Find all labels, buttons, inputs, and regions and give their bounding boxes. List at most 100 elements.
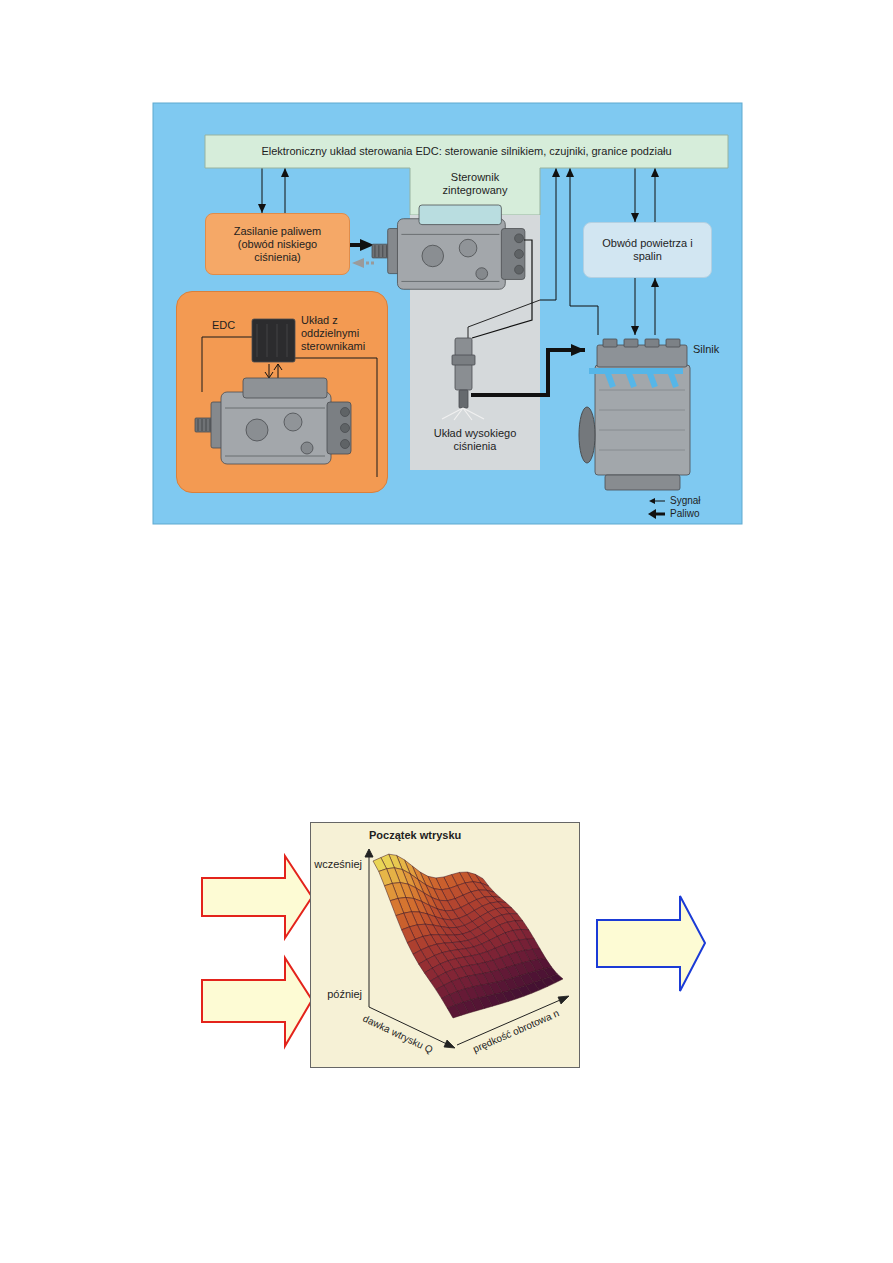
injector-nozzle [459, 390, 468, 408]
legend-item: Sygnał [648, 494, 701, 507]
pump-control-housing [243, 378, 327, 398]
input-arrow [202, 958, 312, 1046]
pump-detail [459, 239, 477, 257]
signal-connector [635, 278, 636, 335]
pump-outlet [515, 250, 524, 259]
pump-illustration [372, 205, 525, 289]
legend-text: Sygnał [670, 494, 701, 507]
fuel-connector [540, 350, 585, 395]
shaft-spline [386, 245, 387, 257]
pump-outlet [515, 234, 524, 243]
node-text: Układ z oddzielnymi sterownikami [301, 314, 381, 353]
axis-arrow [444, 1040, 455, 1048]
fuel-spray [442, 408, 484, 420]
intake-manifold [589, 371, 683, 387]
ecu-fins [267, 324, 268, 357]
ecu-bar: Elektroniczny układ sterowania EDC: ster… [205, 135, 728, 168]
shaft-spline [198, 419, 199, 431]
signal-wire [468, 300, 540, 343]
pump-body [221, 392, 331, 464]
node-text: Elektroniczny układ sterowania EDC: ster… [261, 145, 671, 158]
pump-shaft [195, 418, 213, 432]
pump-shaft [372, 244, 390, 258]
part-label: EDC [212, 319, 244, 332]
node-text: Silnik [693, 343, 729, 356]
shaft-spline [374, 245, 375, 257]
ecu-box [252, 319, 295, 362]
cam-cover [603, 339, 617, 347]
cam-cover [645, 339, 659, 347]
cylinder-head [597, 345, 687, 367]
legend-text: Paliwo [670, 507, 699, 520]
legend-sample [648, 496, 666, 506]
node-illustration [585, 335, 730, 490]
pump-body [397, 219, 505, 290]
axis-label: później [304, 988, 362, 1001]
pump-outlet [515, 265, 524, 274]
node-text: Początek wtrysku [369, 829, 529, 842]
pump-outlet [341, 440, 350, 449]
pump-illustration [195, 378, 351, 464]
engine-rib [599, 430, 685, 431]
cam-cover [666, 339, 680, 347]
return-arrow-head [352, 258, 364, 268]
oil-pan [605, 475, 680, 490]
pump-detail [284, 413, 302, 431]
pump-outlet [341, 424, 350, 433]
engine-rib [599, 390, 685, 391]
node-illustration [177, 292, 389, 494]
pump-edge [225, 408, 325, 456]
signal-connector [655, 278, 656, 335]
cam-cover [624, 339, 638, 347]
map-surface-cell [390, 898, 404, 915]
node-text: Układ wysokiego ciśnienia [418, 427, 532, 453]
process-box: Zasilanie paliwem (obwód niskiego ciśnie… [205, 213, 350, 275]
system-panel: Układ z oddzielnymi sterownikami [176, 291, 388, 493]
map-surface-cell [447, 1005, 461, 1018]
axis-label: prędkość obrotowa n [471, 1006, 561, 1055]
pump-outlet [341, 408, 350, 417]
shaft-spline [210, 419, 211, 431]
shaft-spline [206, 419, 207, 431]
signal-connector [655, 168, 656, 222]
pump-head [327, 402, 351, 454]
shaft-spline [378, 245, 379, 257]
legend-head [649, 498, 655, 504]
signal-connector [262, 168, 263, 213]
shaft-spline [202, 419, 203, 431]
system-region: Układ wysokiego ciśnienia [410, 215, 540, 470]
axis-arrow [558, 996, 569, 1004]
signal-connector [635, 168, 636, 222]
legend-item: Paliwo [648, 507, 699, 520]
engine-rib [599, 450, 685, 451]
input-arrow [202, 856, 312, 938]
output-arrow [597, 896, 705, 991]
high-pressure-line [472, 240, 532, 338]
pulley [579, 407, 595, 463]
pump-edge [401, 234, 499, 281]
part-label: Sterownik zintegrowany [430, 171, 520, 197]
process-box: Obwód powietrza i spalin [583, 222, 712, 278]
fuel-line [471, 393, 540, 397]
pump-detail [246, 419, 268, 441]
pump-detail [476, 268, 488, 280]
map-surface-cell [396, 913, 410, 930]
pump-detail [422, 245, 444, 267]
node-text: Obwód powietrza i spalin [598, 237, 698, 263]
injector-nut [452, 355, 475, 365]
pump-control-housing [419, 205, 501, 225]
legend-head [648, 509, 656, 519]
axis [369, 851, 370, 1007]
wire-arrow [265, 364, 282, 378]
ecu-bar-shape [205, 135, 728, 215]
axis-label: wcześniej [304, 858, 362, 871]
map-surface-cell [384, 883, 398, 900]
ecu-fins [257, 324, 258, 357]
axis-label: dawka wtrysku Q [361, 1012, 435, 1056]
pump-head [501, 229, 525, 280]
node-text: Zasilanie paliwem (obwód niskiego ciśnie… [222, 225, 334, 264]
ecu-fins [277, 324, 278, 357]
